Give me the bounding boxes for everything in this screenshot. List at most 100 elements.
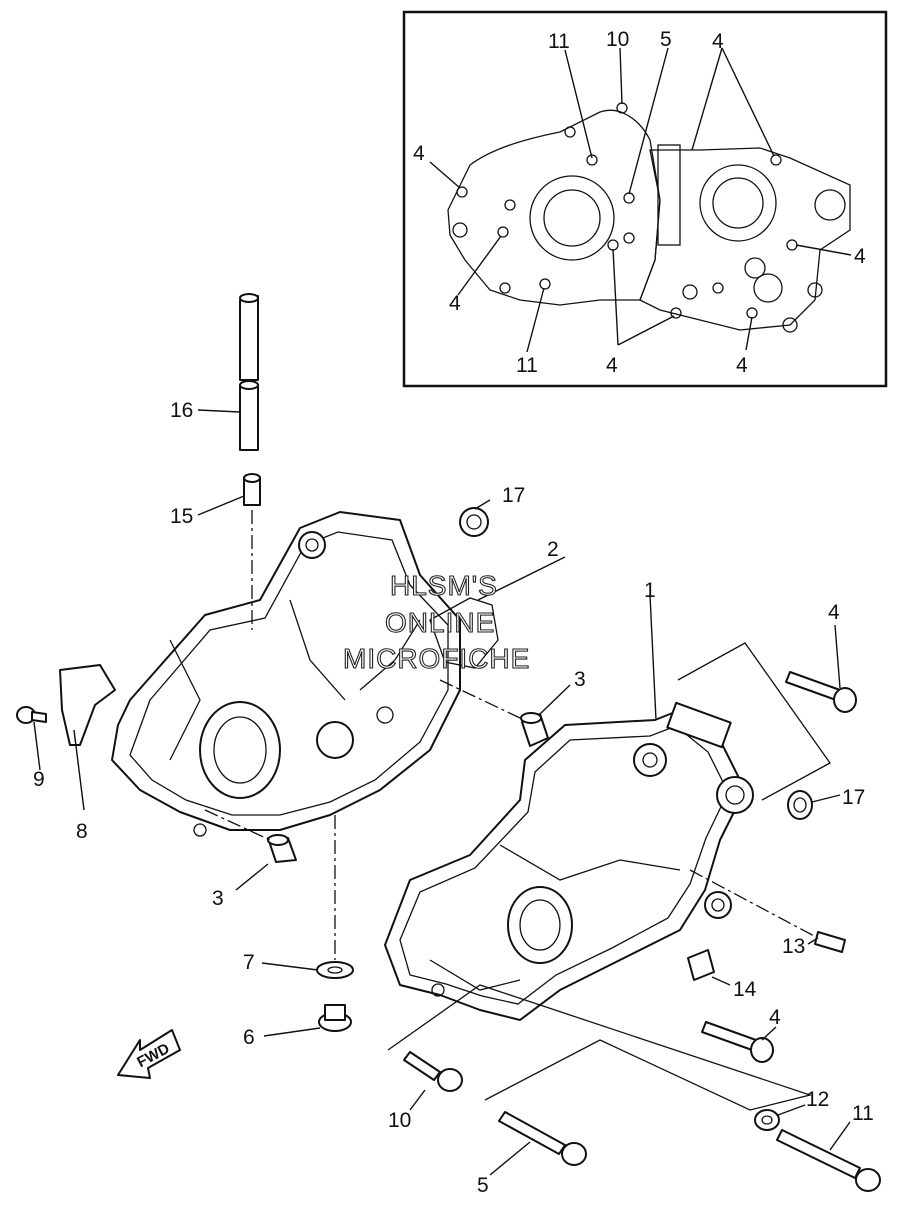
nut — [687, 949, 715, 981]
plug-13 — [814, 931, 846, 953]
drain-washer — [316, 961, 354, 979]
dowel-pin-right — [520, 712, 549, 747]
left-case-rim — [129, 531, 449, 816]
inset-label-4-lower-left: 4 — [449, 292, 461, 315]
inset-frame — [402, 10, 888, 388]
left-case-rib — [169, 639, 201, 761]
label-17-right: 17 — [842, 786, 865, 809]
label-15: 15 — [170, 505, 193, 528]
inset-label-11-top: 11 — [548, 30, 570, 53]
gasket — [429, 597, 499, 669]
left-case-body — [111, 511, 461, 831]
label-2: 2 — [547, 538, 559, 561]
inset-left-bearing-inner — [543, 189, 601, 247]
right-case-bearing-top-inner — [725, 785, 745, 805]
inset-leaders — [429, 47, 852, 353]
inset-right-bearing-inner — [712, 177, 764, 229]
right-crank-bearing-outer — [507, 886, 573, 964]
plug-13-axis — [689, 869, 817, 938]
label-17-top: 17 — [502, 484, 525, 507]
watermark: HLSM'S ONLINE MICROFICHE — [342, 569, 529, 674]
bolt-4-upper — [785, 671, 857, 713]
lower-bolt-bounds — [387, 984, 813, 1111]
oil-seal-upper — [459, 507, 489, 537]
right-case-mount-hole — [431, 983, 445, 997]
right-case-bearing-top — [716, 776, 754, 814]
right-case-rib-2 — [429, 959, 521, 991]
inset-callout-labels: 11 10 5 4 4 4 4 11 4 4 — [413, 28, 866, 377]
inset-small-bore-2 — [753, 273, 783, 303]
bolt-10 — [403, 1051, 463, 1092]
label-4-lower: 4 — [769, 1006, 781, 1029]
label-12: 12 — [806, 1088, 829, 1111]
inset-right-case — [639, 147, 851, 331]
label-1: 1 — [644, 579, 656, 602]
dowel-right-axis — [439, 679, 521, 719]
inset-small-bore-3 — [744, 257, 766, 279]
label-7: 7 — [243, 951, 255, 974]
hose — [239, 293, 259, 451]
bolt-5 — [498, 1111, 587, 1166]
right-crank-bearing-inner — [519, 899, 561, 951]
inset-small-bore — [814, 189, 846, 221]
label-3-left: 3 — [212, 887, 224, 910]
left-case-small-boss — [376, 706, 394, 724]
upper-bolt-bounds — [677, 642, 831, 801]
inset-label-10: 10 — [606, 28, 629, 51]
label-5: 5 — [477, 1174, 489, 1197]
label-14: 14 — [733, 978, 757, 1001]
watermark-line-2: ONLINE — [385, 607, 495, 638]
label-13: 13 — [782, 935, 805, 958]
right-case-boss-1-inner — [642, 752, 658, 768]
left-crankcase-half — [111, 511, 461, 837]
breather-fitting — [243, 473, 261, 506]
inset-label-5: 5 — [660, 28, 672, 51]
inset-label-4-top: 4 — [712, 30, 724, 53]
label-11: 11 — [852, 1102, 874, 1125]
right-case-boss-2 — [704, 891, 732, 919]
label-8: 8 — [76, 820, 88, 843]
dowel-pin-left — [267, 834, 297, 863]
oil-seal-right — [787, 790, 813, 820]
inset-view: 11 10 5 4 4 4 4 11 4 4 — [402, 10, 888, 388]
label-4-upper: 4 — [828, 601, 840, 624]
left-case-rib-2 — [289, 599, 346, 701]
right-case-boss-1 — [633, 743, 667, 777]
bolt-4-lower — [701, 1021, 774, 1063]
chain-guide-bracket — [59, 664, 116, 746]
left-case-boss-top — [298, 531, 326, 559]
left-crank-bearing-outer — [199, 701, 281, 799]
right-case-boss-2-inner — [711, 898, 725, 912]
main-callout-labels: 1 2 3 3 4 4 5 6 7 8 9 10 11 12 13 14 15 … — [33, 399, 874, 1197]
washer-12 — [754, 1109, 780, 1131]
inset-left-case — [447, 109, 661, 306]
inset-label-4-left: 4 — [413, 142, 425, 165]
small-bolt — [16, 706, 47, 724]
label-10: 10 — [388, 1109, 411, 1132]
right-crankcase-half — [384, 701, 754, 1021]
forward-arrow: FWD — [117, 1029, 181, 1079]
dowel-left-axis — [204, 809, 271, 841]
bolt-11 — [776, 1129, 881, 1192]
label-9: 9 — [33, 768, 45, 791]
inset-right-bearing-outer — [699, 164, 777, 242]
right-case-rim — [399, 725, 729, 1005]
label-16: 16 — [170, 399, 193, 422]
right-case-body — [384, 709, 746, 1021]
label-6: 6 — [243, 1026, 255, 1049]
right-case-cylinder-mount — [666, 701, 732, 749]
small-parts — [16, 293, 881, 1192]
left-case-mount-hole — [193, 823, 207, 837]
left-case-boss-top-inner — [305, 538, 319, 552]
inset-label-11-bottom: 11 — [516, 354, 538, 377]
right-case-rib — [499, 844, 681, 881]
left-case-transmission-bore — [316, 721, 354, 759]
main-leaders — [33, 409, 851, 1176]
left-case-rib-3 — [359, 619, 421, 691]
inset-cylinder-neck — [657, 144, 681, 246]
inset-bolt-holes — [452, 102, 823, 333]
left-crank-bearing-inner — [213, 716, 267, 784]
inset-label-4-right: 4 — [854, 245, 866, 268]
inset-left-bearing-outer — [529, 175, 615, 261]
inset-label-4-bottom-right: 4 — [736, 354, 748, 377]
